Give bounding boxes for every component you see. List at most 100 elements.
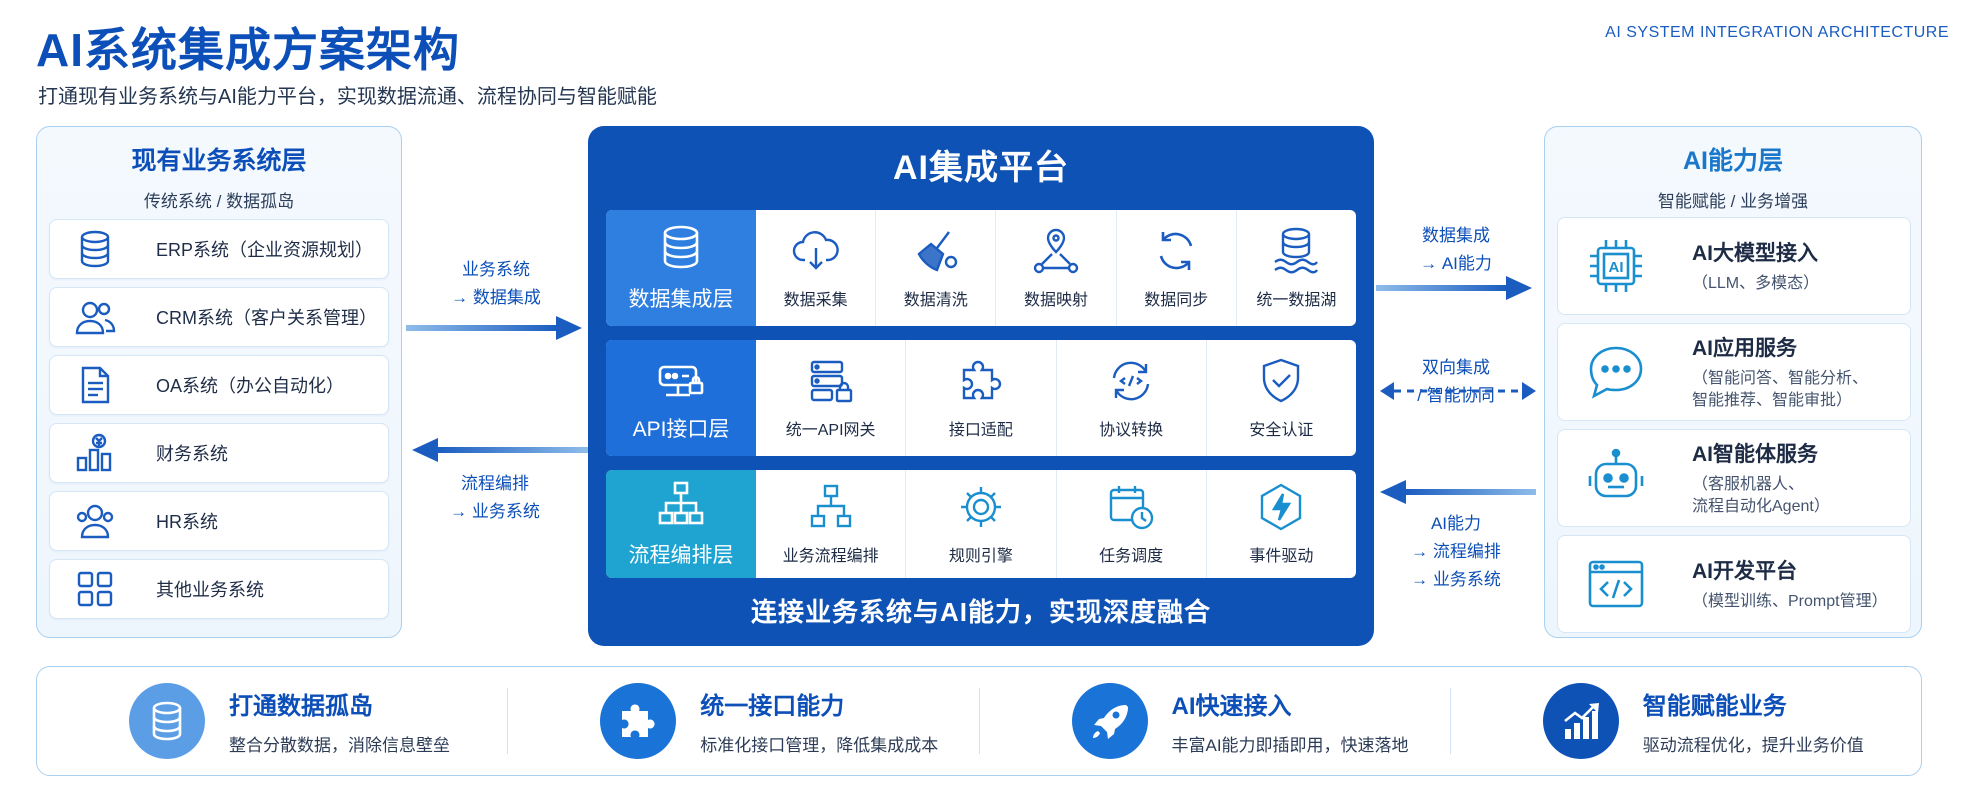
people-icon — [76, 504, 114, 539]
chat-bubble-icon — [1589, 346, 1643, 399]
grid-icon — [77, 571, 113, 607]
capability-item-agent: AI智能体服务 （客服机器人、 流程自动化Agent） — [1557, 429, 1911, 527]
system-item-erp: ERP系统（企业资源规划） — [49, 219, 389, 279]
panel-title: 现有业务系统层 — [131, 147, 307, 175]
layer-head: 流程编排层 — [606, 470, 756, 578]
system-label: HR系统 — [156, 512, 218, 532]
layer-name: API接口层 — [632, 418, 730, 441]
benefit-desc: 丰富AI能力即插即用，快速落地 — [1171, 736, 1409, 755]
panel-subtitle: 智能赋能 / 业务增强 — [1657, 192, 1809, 211]
growth-chart-icon — [1563, 703, 1599, 739]
item-label: 接口适配 — [948, 422, 1013, 439]
layer-item: 统一数据湖 — [1235, 210, 1356, 326]
capability-item-app: AI应用服务 （智能问答、智能分析、 智能推荐、智能审批） — [1557, 323, 1911, 421]
system-item-other: 其他业务系统 — [49, 559, 389, 619]
arrow-left-icon — [1380, 480, 1536, 504]
layer-item: 数据清洗 — [875, 210, 995, 326]
system-label: CRM系统（客户关系管理） — [156, 308, 377, 328]
capability-item-devplatform: AI开发平台 （模型训练、Prompt管理） — [1557, 535, 1911, 633]
item-label: 统一API网关 — [785, 422, 876, 439]
benefit-item: 统一接口能力 标准化接口管理，降低集成成本 — [507, 683, 978, 759]
capability-name: AI开发平台 — [1692, 560, 1797, 583]
system-label: OA系统（办公自动化） — [156, 376, 345, 396]
database-icon — [152, 701, 182, 741]
layer-head: 数据集成层 — [606, 210, 756, 326]
system-item-crm: CRM系统（客户关系管理） — [49, 287, 389, 347]
capability-desc: （智能问答、智能分析、 智能推荐、智能审批） — [1692, 370, 1869, 409]
arrow-left-icon — [412, 438, 588, 462]
benefit-title: 统一接口能力 — [700, 693, 845, 720]
convert-icon — [1112, 361, 1150, 401]
finance-chart-icon — [76, 433, 112, 472]
benefit-title: 打通数据孤岛 — [229, 693, 373, 720]
benefit-desc: 驱动流程优化，提升业务价值 — [1642, 736, 1864, 755]
item-label: 业务流程编排 — [782, 548, 879, 565]
panel-title: AI能力层 — [1682, 147, 1783, 175]
calendar-clock-icon — [1109, 486, 1154, 530]
layer-item: 事件驱动 — [1205, 470, 1356, 578]
flow-label-bidirectional: 双向集成 / 智能协同 — [1417, 358, 1495, 405]
layer-item: 数据映射 — [995, 210, 1115, 326]
item-label: 数据映射 — [1024, 292, 1089, 309]
code-window-icon — [1588, 560, 1644, 608]
orchestration-layer: 流程编排层 业务流程编排 规则引擎 任务调度 事件驱动 — [606, 470, 1356, 578]
item-label: 数据同步 — [1144, 292, 1209, 309]
data-lake-icon — [1274, 227, 1319, 274]
business-systems-panel: 现有业务系统层 传统系统 / 数据孤岛 ERP系统（企业资源规划） CRM系统（… — [36, 126, 402, 638]
layer-item: 数据采集 — [756, 210, 875, 326]
panel-subtitle: 传统系统 / 数据孤岛 — [143, 192, 295, 211]
capability-desc: （LLM、多模态） — [1692, 275, 1820, 292]
layer-head: API接口层 — [606, 340, 756, 456]
benefit-desc: 标准化接口管理，降低集成成本 — [700, 736, 939, 755]
layer-item: 业务流程编排 — [756, 470, 905, 578]
layer-item: 数据同步 — [1115, 210, 1236, 326]
gear-icon — [960, 487, 1001, 527]
svg-text:AI: AI — [1609, 259, 1624, 276]
platform-footer: 连接业务系统与AI能力，实现深度融合 — [750, 597, 1211, 627]
layer-item: 任务调度 — [1055, 470, 1206, 578]
benefit-icon-wrap — [129, 683, 205, 759]
system-label: 财务系统 — [156, 444, 228, 464]
ai-capability-panel: AI能力层 智能赋能 / 业务增强 AI AI大模型接入 （LLM、多模态） A… — [1544, 126, 1922, 638]
robot-icon — [1588, 448, 1644, 498]
puzzle-icon — [962, 360, 1002, 400]
item-label: 事件驱动 — [1249, 548, 1314, 565]
flow-label-ai-to-biz: AI能力 → 流程编排 → 业务系统 — [1411, 514, 1501, 589]
benefit-title: AI快速接入 — [1171, 693, 1292, 720]
shield-check-icon — [1263, 358, 1300, 403]
ai-chip-icon: AI — [1590, 240, 1642, 292]
system-item-oa: OA系统（办公自动化） — [49, 355, 389, 415]
capability-name: AI应用服务 — [1692, 337, 1797, 360]
system-label: ERP系统（企业资源规划） — [156, 240, 374, 260]
capability-name: AI智能体服务 — [1692, 443, 1818, 466]
benefit-icon-wrap — [1071, 683, 1148, 759]
api-layer: API接口层 统一API网关 接口适配 协议转换 安全认证 — [606, 340, 1356, 456]
flow-tree-icon — [658, 481, 704, 525]
database-icon — [80, 230, 110, 268]
layer-name: 流程编排层 — [628, 544, 734, 567]
item-label: 安全认证 — [1249, 422, 1314, 439]
puzzle-icon — [622, 704, 655, 737]
layer-item: 协议转换 — [1055, 340, 1206, 456]
layer-item: 安全认证 — [1205, 340, 1356, 456]
map-pin-network-icon — [1033, 228, 1079, 274]
server-lock-icon — [810, 360, 852, 403]
item-label: 协议转换 — [1099, 422, 1164, 439]
english-title: AI SYSTEM INTEGRATION ARCHITECTURE — [1605, 24, 1949, 41]
sync-icon — [1159, 232, 1193, 270]
flow-tree-icon — [810, 484, 851, 528]
ai-integration-platform: AI集成平台 数据集成层 数据采集 数据清洗 数据映射 数据同步 — [588, 126, 1374, 646]
benefit-icon-wrap — [600, 683, 677, 759]
benefit-item: 打通数据孤岛 整合分散数据，消除信息壁垒 — [37, 683, 507, 759]
page-title: AI系统集成方案架构 — [36, 24, 460, 76]
broom-icon — [917, 231, 957, 272]
item-label: 数据清洗 — [903, 292, 968, 309]
system-item-hr: HR系统 — [49, 491, 389, 551]
layer-item: 规则引擎 — [905, 470, 1055, 578]
benefit-desc: 整合分散数据，消除信息壁垒 — [229, 736, 450, 755]
layer-name: 数据集成层 — [628, 288, 734, 311]
page-subtitle: 打通现有业务系统与AI能力平台，实现数据流通、流程协同与智能赋能 — [38, 86, 657, 108]
flow-label-orch-to-biz: 流程编排 → 业务系统 — [450, 474, 540, 521]
bidirectional-arrow-icon — [1380, 382, 1536, 400]
layer-item: 接口适配 — [905, 340, 1055, 456]
